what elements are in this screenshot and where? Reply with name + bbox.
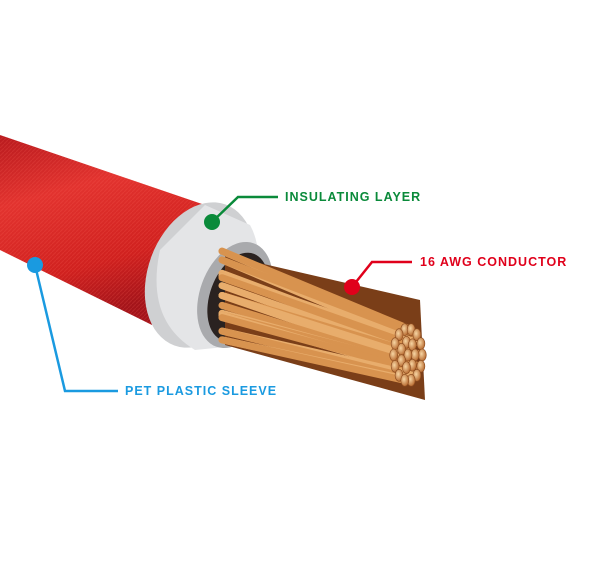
leader-sleeve [27, 257, 118, 393]
leader-conductor [344, 260, 412, 295]
strand-end [412, 328, 422, 341]
strand-end [394, 328, 404, 341]
strand-end [416, 359, 426, 373]
copper-conductor [218, 247, 427, 400]
copper-strand [218, 274, 416, 349]
strand-end [402, 361, 411, 374]
label-pet-plastic-sleeve: PET PLASTIC SLEEVE [125, 384, 278, 398]
strand-end [416, 337, 426, 351]
copper-strand [218, 247, 415, 334]
strand-end [389, 348, 399, 362]
copper-strand [218, 336, 409, 384]
leader-insulating [204, 195, 278, 230]
insulating-marker-dot [204, 214, 220, 230]
strand-end [400, 374, 410, 387]
sleeve-marker-dot [27, 257, 43, 273]
label-16-awg-conductor: 16 AWG CONDUCTOR [420, 255, 568, 269]
strand-end [417, 348, 427, 362]
copper-strand [218, 256, 421, 339]
strand-end [403, 348, 413, 362]
conductor-marker-dot [344, 279, 360, 295]
label-insulating-layer: INSULATING LAYER [285, 190, 422, 204]
strand-end [390, 359, 400, 373]
copper-strand [218, 292, 412, 359]
copper-strand [218, 314, 410, 372]
